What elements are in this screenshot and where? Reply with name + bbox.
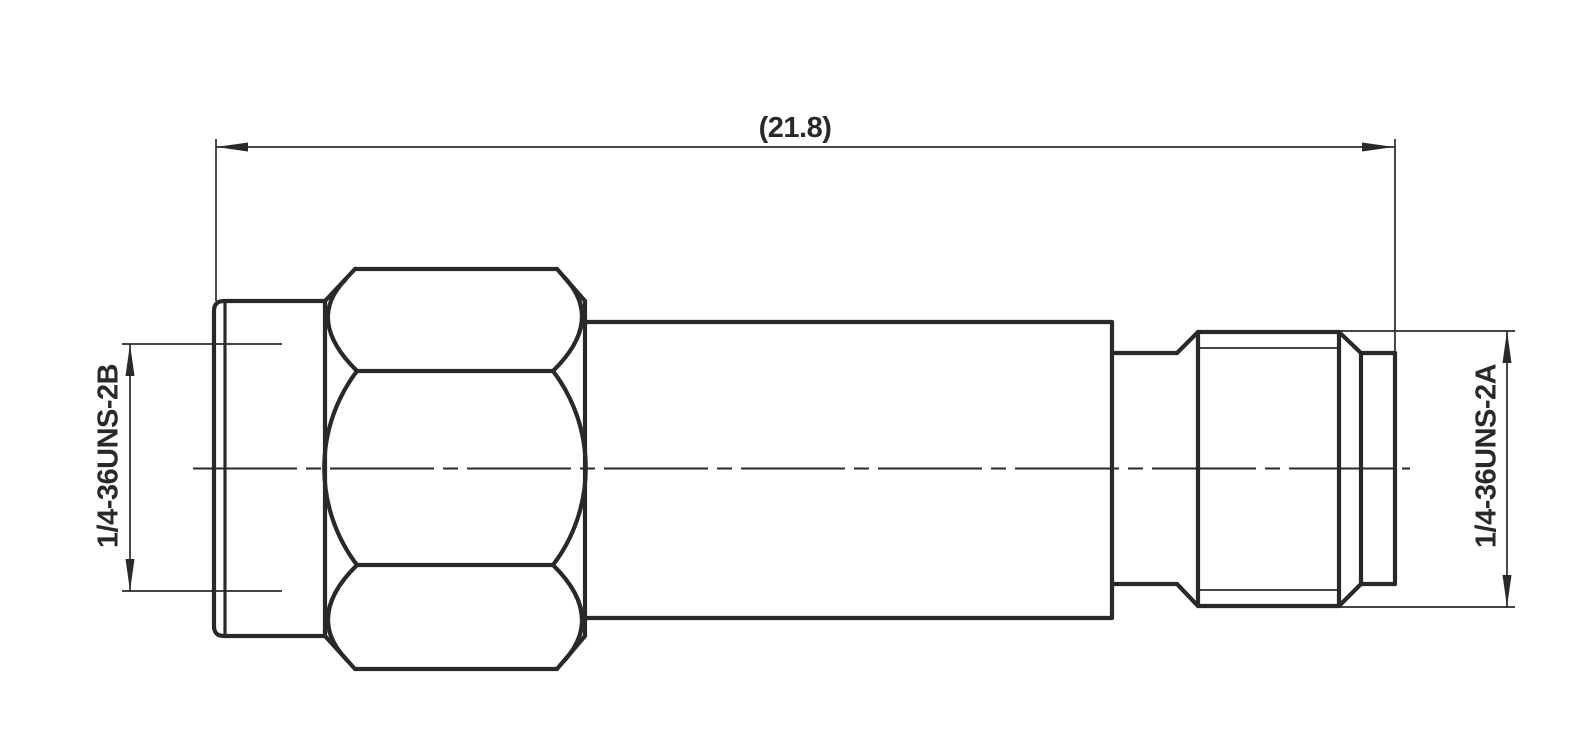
arrowhead-up (125, 344, 135, 376)
arrowhead-down (125, 559, 135, 591)
right-threaded-section (1174, 329, 1364, 609)
neck-step (1109, 350, 1180, 587)
dimension-left-thread: 1/4-36UNS-2B (93, 344, 135, 591)
arrowhead-right (1362, 142, 1394, 152)
arrowhead-left (216, 142, 248, 152)
left-thread-label: 1/4-36UNS-2B (93, 364, 125, 548)
arrowhead-down (1502, 575, 1512, 607)
dimension-right-thread: 1/4-36UNS-2A (1339, 330, 1515, 608)
right-thread-label: 1/4-36UNS-2A (1471, 363, 1503, 548)
body-cylinder (583, 319, 1115, 621)
overall-length-label: (21.8) (759, 112, 832, 144)
arrowhead-up (1502, 331, 1512, 363)
hex-nut (322, 266, 588, 672)
dimension-overall-length: (21.8) (215, 112, 1396, 353)
end-cap (1358, 350, 1398, 587)
